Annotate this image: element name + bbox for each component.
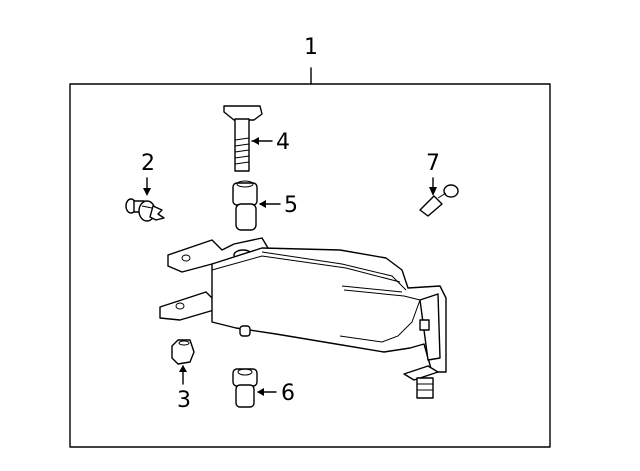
callout-4[interactable]: 4	[276, 130, 290, 155]
callout-6[interactable]: 6	[281, 381, 295, 406]
cap-part-3[interactable]	[171, 339, 195, 385]
clip-part-2[interactable]	[125, 177, 165, 222]
bolt-part-4[interactable]	[223, 105, 273, 172]
fog-lamp-housing[interactable]	[159, 237, 447, 399]
bushing-part-5[interactable]	[232, 180, 281, 231]
callout-1[interactable]: 1	[304, 35, 318, 60]
assembly-frame	[69, 67, 551, 448]
callout-2[interactable]: 2	[141, 151, 155, 176]
bulb-part-7[interactable]	[419, 177, 459, 217]
callout-7[interactable]: 7	[426, 151, 440, 176]
callout-5[interactable]: 5	[284, 193, 298, 218]
plug-part-6[interactable]	[232, 368, 277, 408]
callout-3[interactable]: 3	[177, 388, 191, 413]
